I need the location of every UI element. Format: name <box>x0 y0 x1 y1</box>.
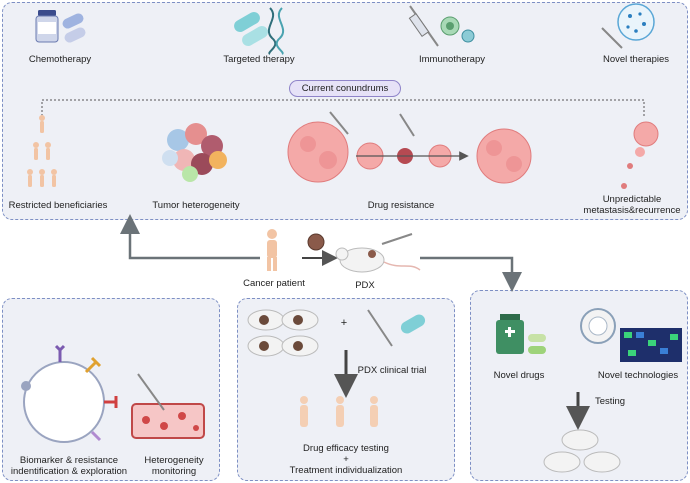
drugs-icon <box>367 309 426 347</box>
outcome-plus-sign: + <box>343 454 349 465</box>
arrow-to-top-panel <box>120 214 260 260</box>
biomarker-label-line2: indentification & exploration <box>10 466 128 477</box>
chemotherapy-icon <box>35 10 86 43</box>
immunotherapy-icon <box>408 5 475 47</box>
current-conundrums-badge: Current conundrums <box>289 80 401 97</box>
restricted-beneficiaries-label: Restricted beneficiaries <box>8 200 108 211</box>
metastasis-label-line1: Unpredictable <box>602 194 662 205</box>
drug-resistance-label: Drug resistance <box>367 200 435 211</box>
targeted-therapy-icon <box>234 7 285 55</box>
heterogeneous-tumor-icon <box>162 123 227 182</box>
pdx-mouse-icon <box>335 233 421 273</box>
drug-efficacy-label: Drug efficacy testing <box>303 443 389 454</box>
test-mice-icon <box>543 429 621 473</box>
cell-with-antibodies-icon <box>21 344 118 443</box>
cancer-patient-label: Cancer patient <box>243 278 305 289</box>
novel-technologies-label: Novel technologies <box>597 370 679 381</box>
metastasis-label-line2: metastasis&recurrence <box>583 205 681 216</box>
immunotherapy-label: Immunotherapy <box>418 54 485 65</box>
technology-icon <box>580 308 682 362</box>
pdx-label: PDX <box>355 280 375 291</box>
novel-drugs-label: Novel drugs <box>493 370 545 381</box>
patient-icon <box>267 229 277 271</box>
drug-bottle-icon <box>496 314 546 354</box>
biomarker-label-line1: Biomarker & resistance <box>19 455 119 466</box>
tumor-sample-icon <box>307 233 325 251</box>
plus-sign: + <box>340 317 348 329</box>
testing-label: Testing <box>594 396 626 407</box>
chemotherapy-label: Chemotherapy <box>28 54 92 65</box>
novel-therapies-icon <box>601 3 655 49</box>
metastasis-icon <box>621 121 659 189</box>
targeted-therapy-label: Targeted therapy <box>223 54 295 65</box>
novel-therapies-label: Novel therapies <box>602 54 669 65</box>
pdx-mice-group-icon <box>247 309 319 357</box>
patients-group-icon <box>300 396 378 427</box>
drug-resistance-sequence <box>287 111 532 184</box>
heterogeneity-label-line1: Heterogeneity <box>144 455 204 466</box>
people-icon <box>27 115 57 187</box>
treatment-individualization-label: Treatment individualization <box>289 465 403 476</box>
conundrum-bracket <box>41 99 645 116</box>
heterogeneity-label-line2: monitoring <box>151 466 197 477</box>
blood-vessel-icon <box>131 373 205 439</box>
tumor-heterogeneity-label: Tumor heterogeneity <box>152 200 240 211</box>
arrow-to-right-panel <box>420 256 522 292</box>
pdx-clinical-trial-label: PDX clinical trial <box>357 365 427 376</box>
top-panel <box>2 2 688 220</box>
